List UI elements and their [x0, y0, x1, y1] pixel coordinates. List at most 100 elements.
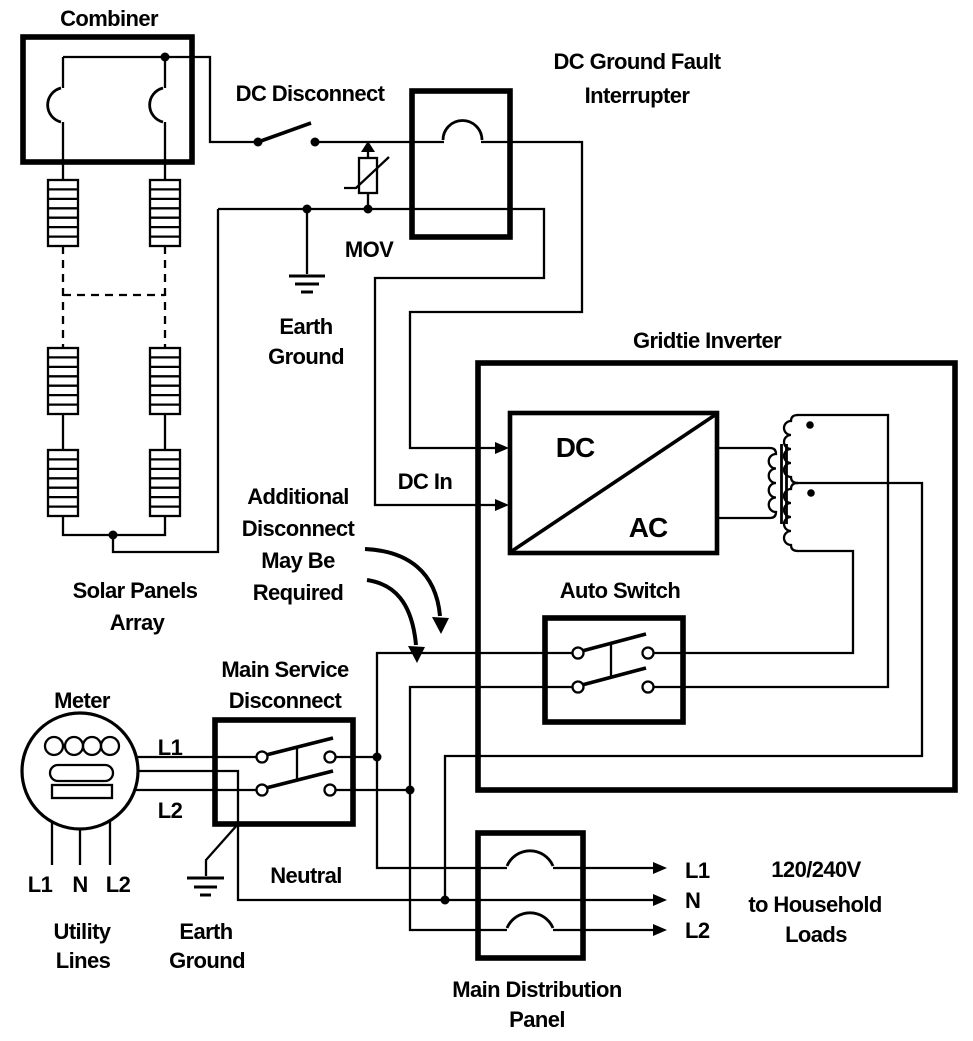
earth-ground-bottom-label-2: Ground — [169, 948, 245, 973]
auto-switch-label: Auto Switch — [560, 578, 681, 603]
utility-label-1: Utility — [54, 919, 112, 944]
household-output: L1 N L2 120/240V to Household Loads — [653, 857, 882, 947]
solar-array-label-1: Solar Panels — [73, 578, 198, 603]
wire-combiner-output — [63, 55, 258, 144]
utility-meter: Meter L1 L2 L1 N L2 Utility Lines — [20, 688, 183, 973]
combiner-label: Combiner — [60, 6, 159, 31]
utility-label-2: Lines — [56, 948, 111, 973]
meter-dial — [43, 735, 65, 757]
transformer-icon — [717, 413, 815, 553]
wire-gfi-to-dc-in-top — [408, 140, 584, 450]
mov-body — [357, 156, 379, 195]
mov-diagonal — [344, 156, 390, 190]
output-arrow — [653, 862, 667, 874]
note-line-2: Disconnect — [242, 516, 356, 541]
output-arrow — [653, 924, 667, 936]
household-label-2: to Household — [748, 892, 881, 917]
auto-switch: Auto Switch — [542, 578, 686, 725]
dc-in-arrow — [495, 499, 509, 511]
mov-label: MOV — [345, 237, 394, 262]
wire-xfmr-center-tap-neutral — [443, 481, 924, 900]
wire-panel-links-dashed — [61, 246, 167, 348]
dc-ac-converter-box — [507, 410, 720, 556]
dc-label: DC — [556, 432, 595, 463]
earth-ground-icon — [289, 274, 325, 294]
polarity-dot-icon — [806, 421, 814, 429]
household-label-1: 120/240V — [771, 857, 861, 882]
transformer-core — [780, 444, 788, 524]
additional-disconnect-note: Additional Disconnect May Be Required — [242, 484, 449, 663]
wire-array-return — [111, 209, 220, 554]
mov-varistor: MOV — [344, 141, 395, 262]
solar-panel — [148, 346, 182, 416]
output-l2-label: L2 — [685, 918, 710, 943]
distribution-panel-label-1: Main Distribution — [452, 977, 622, 1002]
utility-l1-label: L1 — [28, 872, 53, 897]
dc-in-arrow — [495, 442, 509, 454]
note-arrow — [366, 578, 418, 646]
note-arrowhead-icon — [408, 646, 425, 663]
junction-dot — [310, 137, 320, 147]
main-distribution-panel: Main Distribution Panel — [452, 830, 622, 1032]
dc-ground-fault-interrupter: DC Ground Fault Interrupter — [409, 49, 722, 240]
utility-n-label: N — [72, 872, 87, 897]
earth-ground-top: Earth Ground — [268, 204, 345, 369]
dc-ac-diagonal — [510, 413, 717, 553]
distribution-panel-box — [475, 830, 586, 961]
note-arrow — [364, 547, 442, 617]
service-disconnect-switch-icon — [255, 736, 337, 797]
wire-panel-links — [61, 414, 167, 450]
neutral-label: Neutral — [270, 863, 342, 888]
meter-l2-label: L2 — [158, 798, 183, 823]
output-arrow — [653, 894, 667, 906]
utility-line-stubs — [50, 821, 112, 865]
dc-disconnect: DC Disconnect — [236, 81, 386, 147]
solar-array-label-2: Array — [110, 610, 166, 635]
solar-panel — [46, 346, 80, 416]
dc-in-label: DC In — [398, 469, 453, 494]
wire-l2-feed — [408, 685, 578, 932]
meter-dial — [81, 735, 103, 757]
gfi-box — [409, 88, 513, 240]
note-line-4: Required — [253, 580, 344, 605]
transformer-secondary-lower — [782, 481, 799, 553]
transformer-primary-winding — [717, 446, 778, 520]
gfi-breaker-icon — [441, 119, 484, 141]
combiner-box — [20, 34, 195, 165]
gfi-label-1: DC Ground Fault — [554, 49, 722, 74]
main-service-disconnect: Main Service Disconnect Neutral — [212, 657, 450, 905]
gfi-label-2: Interrupter — [585, 83, 691, 108]
meter-dial — [63, 735, 85, 757]
wire-xfmr-bottom-tap — [648, 549, 855, 655]
transformer-secondary-upper — [782, 413, 799, 485]
output-n-label: N — [685, 888, 700, 913]
service-disconnect-label-2: Disconnect — [229, 688, 343, 713]
wire-ground-bus-to-dc-in-bottom — [218, 207, 546, 507]
earth-ground-bottom-label-1: Earth — [179, 919, 232, 944]
breaker-icon — [505, 911, 555, 929]
solar-panel — [46, 178, 80, 248]
meter-register — [48, 763, 115, 783]
junction-dot — [160, 52, 170, 62]
auto-switch-icon — [571, 632, 655, 694]
meter-dial — [99, 735, 121, 757]
wire-xfmr-top-tap — [648, 413, 890, 689]
household-label-3: Loads — [785, 922, 847, 947]
wires — [61, 55, 924, 932]
earth-ground-icon — [187, 876, 224, 897]
auto-switch-box — [542, 615, 686, 725]
solar-panels-array: Solar Panels Array — [46, 178, 198, 635]
note-line-1: Additional — [247, 484, 349, 509]
output-l1-label: L1 — [685, 858, 710, 883]
fuse-icon — [46, 57, 65, 180]
meter-nameplate — [50, 783, 114, 800]
utility-l2-label: L2 — [106, 872, 131, 897]
combiner: Combiner — [20, 6, 195, 180]
breaker-icon — [505, 849, 555, 867]
earth-ground-top-label-2: Ground — [268, 344, 344, 369]
earth-ground-bottom: Earth Ground — [169, 823, 246, 973]
junction-dot — [363, 204, 373, 214]
inverter-label: Gridtie Inverter — [633, 328, 782, 353]
solar-panel — [148, 448, 182, 518]
